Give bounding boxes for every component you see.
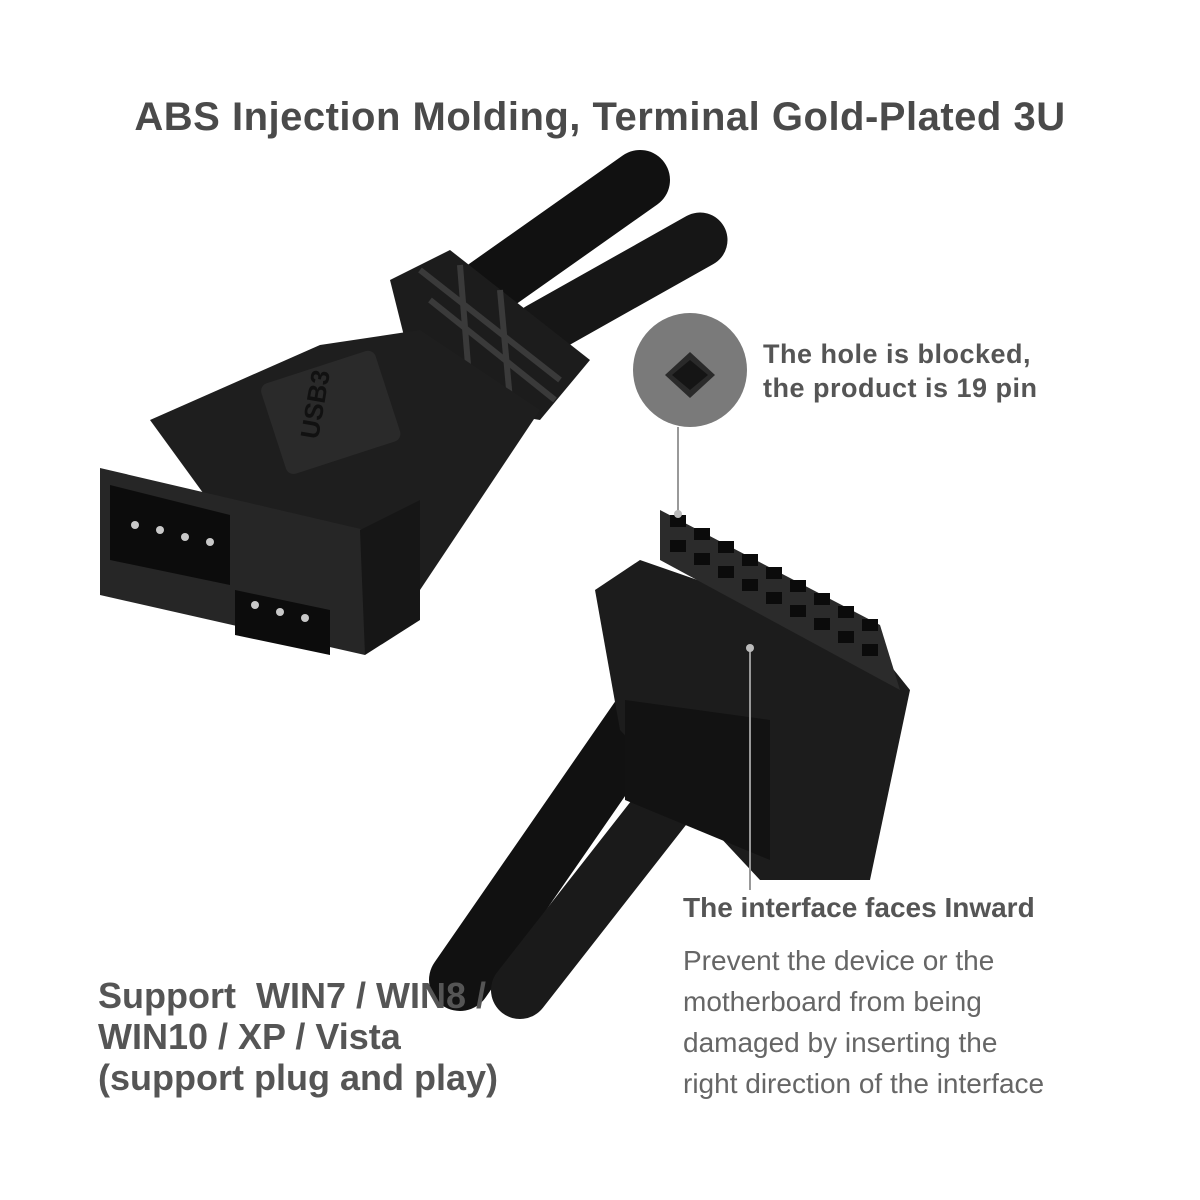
interface-callout-line: [746, 644, 754, 890]
interface-description-line: right direction of the interface: [683, 1068, 1045, 1099]
interface-description-line: damaged by inserting the: [683, 1027, 998, 1058]
usb3-male-connector: USB3: [100, 330, 540, 655]
hole-callout-line: the product is 19 pin: [763, 373, 1038, 403]
hole-callout-line: The hole is blocked,: [763, 339, 1032, 369]
os-support-line: Support WIN7 / WIN8 /: [98, 975, 486, 1016]
page-title: ABS Injection Molding, Terminal Gold-Pla…: [134, 95, 1066, 139]
blocked-hole-callout: [633, 313, 747, 518]
interface-heading: The interface faces Inward: [683, 892, 1035, 923]
os-support-line: (support plug and play): [98, 1057, 498, 1098]
hole-callout-text: The hole is blocked, the product is 19 p…: [763, 337, 1038, 405]
interface-description-line: motherboard from being: [683, 986, 982, 1017]
interface-description-line: Prevent the device or the: [683, 945, 995, 976]
interface-description: Prevent the device or the motherboard fr…: [683, 940, 1044, 1104]
os-support-line: WIN10 / XP / Vista: [98, 1016, 401, 1057]
upper-cables: [440, 150, 728, 358]
usb3-female-angled-connector: [595, 510, 910, 880]
os-support-text: Support WIN7 / WIN8 / WIN10 / XP / Vista…: [98, 975, 498, 1098]
pin-grid: [670, 515, 878, 656]
